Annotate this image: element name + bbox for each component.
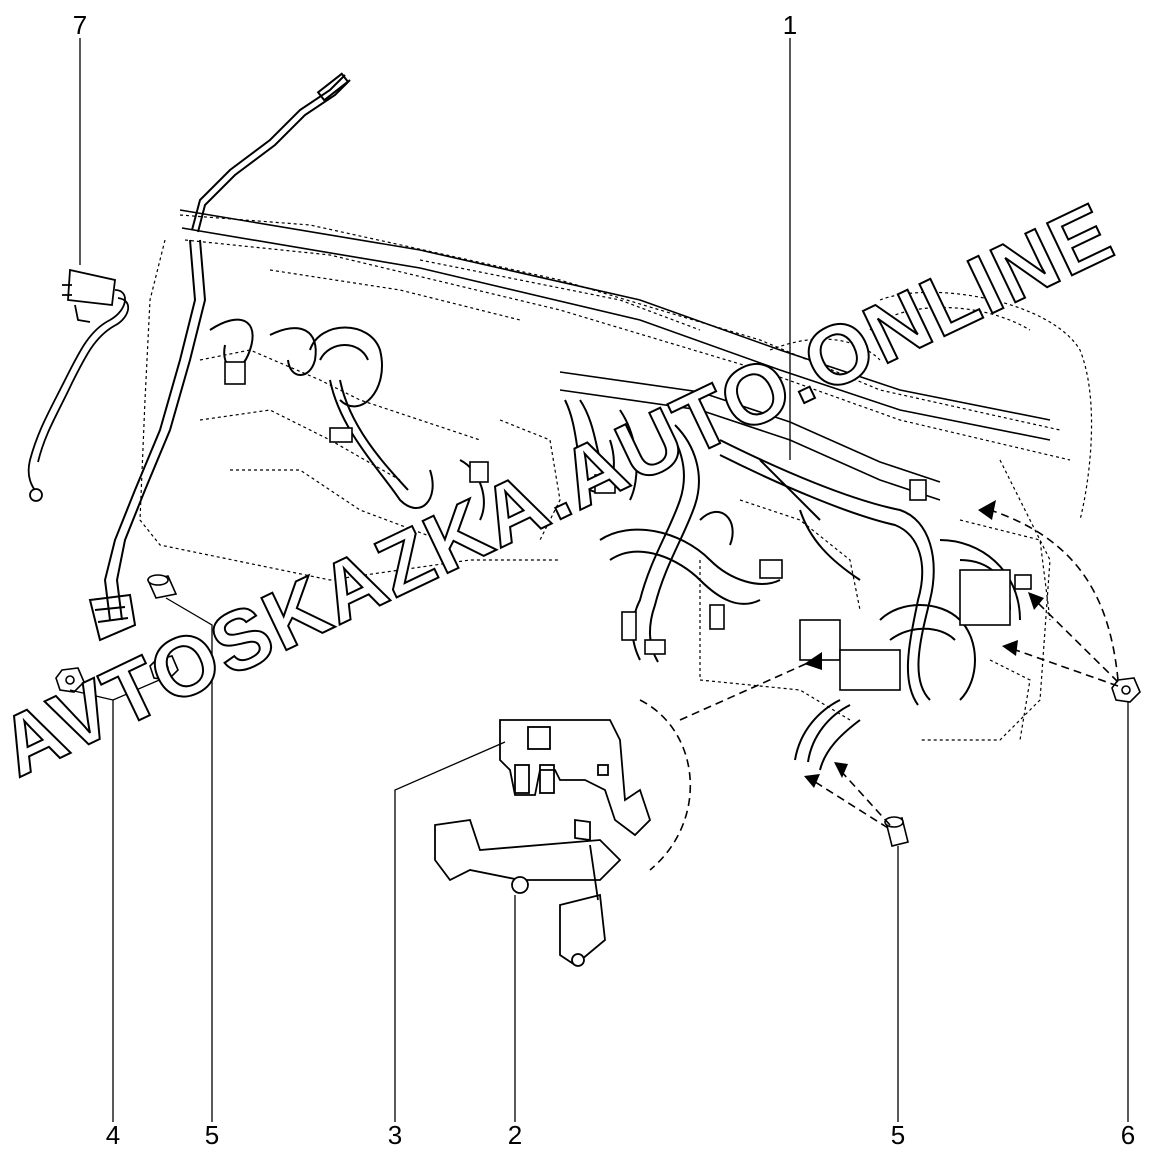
side-lead-item-7	[27, 268, 129, 502]
nut-item-6	[1111, 677, 1141, 703]
callout-2: 2	[507, 1120, 523, 1150]
callout-7: 7	[72, 10, 88, 40]
callout-1: 1	[782, 10, 798, 40]
clip-item-5-left	[146, 574, 178, 599]
dash-cross-beam	[179, 209, 1051, 501]
bracket-plate-item-3	[499, 719, 652, 837]
callout-5-left: 5	[204, 1120, 220, 1150]
callout-5-right: 5	[890, 1120, 906, 1150]
assembly-lines	[639, 509, 1119, 871]
arrowheads	[804, 500, 1044, 788]
mounting-bracket-item-2	[434, 818, 622, 967]
nut-item-4	[55, 655, 179, 693]
clip-item-5-right	[884, 816, 909, 847]
harness-connectors	[224, 361, 1032, 691]
main-wiring-harness	[88, 72, 1021, 771]
dashboard-outline	[139, 214, 1093, 741]
callout-3: 3	[387, 1120, 403, 1150]
leader-lines	[69, 38, 1129, 1122]
callout-4: 4	[105, 1120, 121, 1150]
callout-6: 6	[1120, 1120, 1136, 1150]
